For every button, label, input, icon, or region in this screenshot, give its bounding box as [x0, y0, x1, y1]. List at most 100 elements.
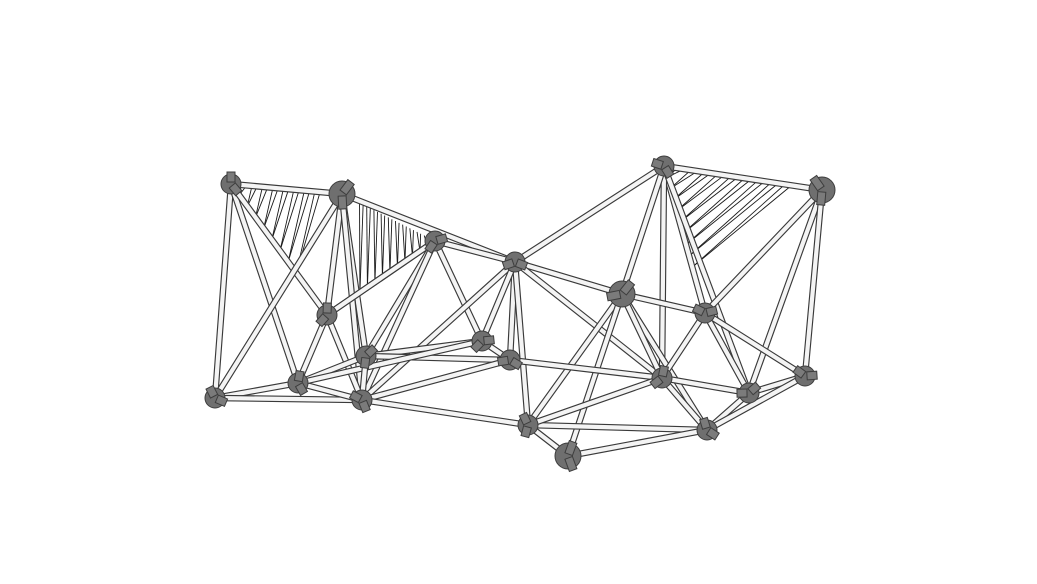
strut — [211, 394, 366, 404]
node-connector — [554, 439, 582, 473]
node-socket — [705, 305, 719, 318]
cable-line — [279, 189, 295, 251]
strut-fill — [565, 427, 710, 459]
cable-line — [381, 215, 386, 278]
cable-line — [409, 228, 413, 257]
strut-fill — [704, 373, 808, 433]
strut — [294, 337, 486, 387]
strut-fill — [432, 238, 518, 265]
node-socket — [360, 356, 371, 369]
strut — [478, 258, 519, 345]
strut-fill — [512, 163, 667, 265]
node-connector — [424, 230, 449, 254]
strut-fill — [507, 357, 665, 381]
cable-line — [271, 189, 290, 240]
strut — [564, 426, 711, 460]
strut — [801, 186, 826, 380]
strut-fill — [702, 187, 825, 316]
node-socket — [619, 279, 636, 296]
node-socket — [514, 258, 529, 271]
node-connector — [808, 174, 836, 206]
strut — [358, 356, 514, 404]
node-socket — [501, 258, 516, 271]
node-socket — [214, 394, 229, 408]
cable-line — [685, 180, 766, 246]
strut — [338, 190, 519, 266]
cable-line — [380, 213, 383, 278]
strut-fill — [295, 338, 485, 386]
cable-line — [412, 230, 414, 257]
node-socket — [358, 399, 371, 414]
node-socket — [293, 369, 305, 383]
node-socket — [508, 356, 524, 371]
strut — [431, 237, 486, 345]
node-socket — [650, 157, 664, 170]
cable-line — [685, 179, 759, 246]
strut-fill — [359, 259, 518, 403]
strut — [660, 162, 826, 194]
node-socket — [699, 416, 711, 430]
cable-line — [287, 190, 311, 263]
node-connector — [348, 389, 373, 414]
node-connector — [736, 381, 762, 404]
cable-line — [396, 222, 400, 267]
strut — [618, 290, 709, 317]
node-socket — [657, 364, 670, 378]
strut — [323, 237, 439, 319]
strut — [323, 311, 366, 404]
strut-fill — [212, 395, 365, 403]
cable-line — [404, 226, 407, 262]
strut-fill — [619, 291, 665, 381]
strut — [358, 258, 519, 404]
strut-fill — [512, 259, 665, 381]
strut — [323, 190, 346, 319]
node-connector — [315, 302, 338, 328]
node-connector — [696, 416, 720, 441]
node-connector — [220, 171, 243, 197]
strut — [511, 258, 532, 429]
cable-line — [263, 188, 279, 229]
cable-line — [366, 208, 371, 288]
cable-line — [271, 188, 284, 240]
strut-fill — [746, 187, 825, 396]
node-layer — [204, 155, 836, 473]
node-socket — [228, 182, 243, 197]
strut-fill — [525, 291, 625, 428]
cable-line — [402, 224, 406, 262]
node-connector — [691, 302, 719, 324]
node-socket — [483, 335, 495, 346]
node-socket — [315, 313, 330, 328]
strut — [701, 186, 826, 317]
cable-line — [263, 187, 274, 229]
strut — [658, 374, 753, 397]
node-socket — [747, 381, 762, 396]
cable-line — [287, 190, 305, 263]
strut-fill — [659, 163, 667, 381]
strut-fill — [802, 187, 825, 379]
strut-fill — [661, 163, 825, 193]
cable-line — [389, 219, 393, 272]
cable-line — [679, 176, 739, 223]
strut-fill — [702, 310, 752, 396]
node-socket — [339, 178, 355, 196]
node-socket — [470, 338, 485, 354]
strut — [227, 180, 302, 387]
node-socket — [564, 439, 578, 457]
strut — [703, 372, 809, 434]
node-socket — [736, 388, 748, 398]
node-socket — [806, 370, 818, 381]
strut-fill — [432, 238, 485, 344]
strut-fill — [512, 259, 531, 428]
strut — [358, 237, 439, 404]
cable-line — [255, 186, 263, 218]
strut-fill — [661, 163, 752, 396]
cable-line — [676, 174, 725, 212]
node-socket — [705, 427, 720, 441]
cable-line — [673, 172, 712, 201]
strut — [358, 396, 532, 429]
node-socket — [205, 384, 219, 399]
strut-fill — [659, 375, 752, 396]
node-socket — [348, 390, 363, 404]
node-socket — [809, 174, 825, 192]
